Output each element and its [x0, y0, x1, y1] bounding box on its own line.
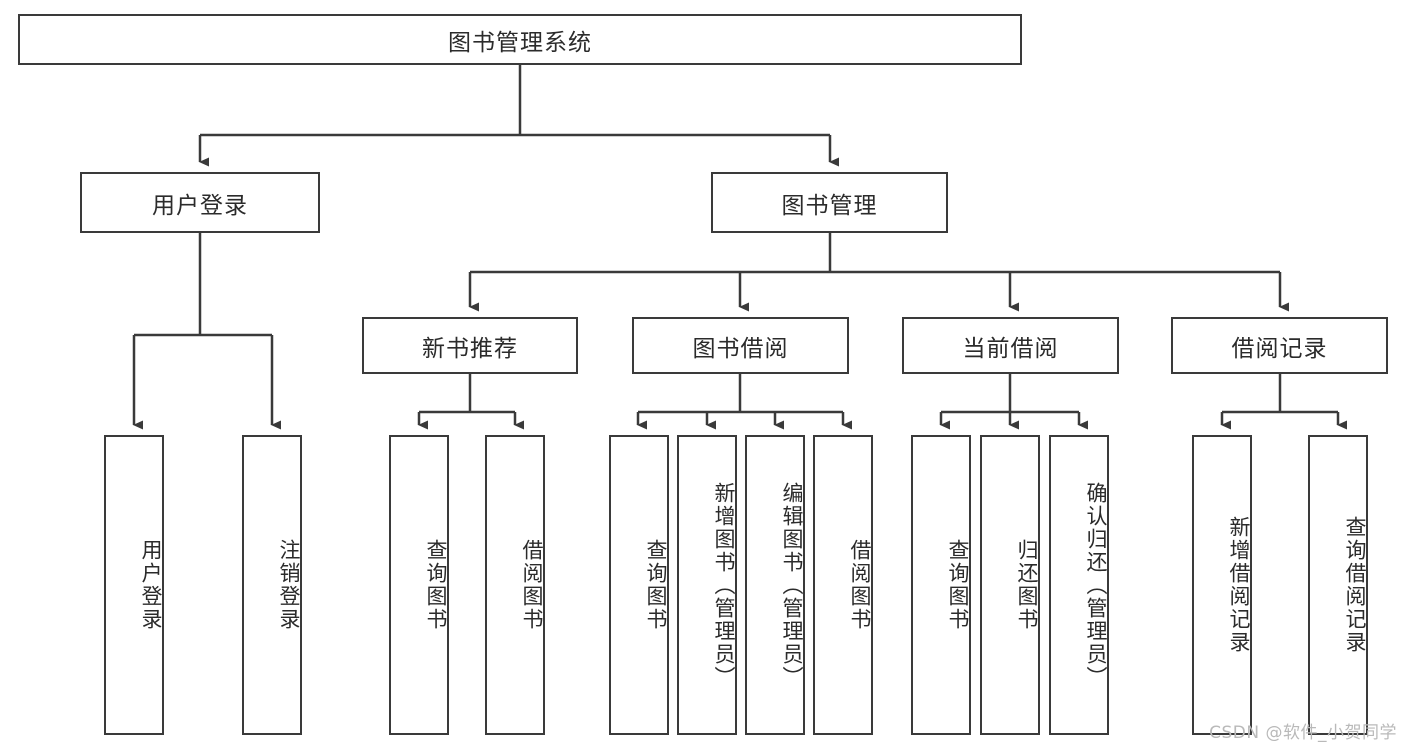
node-label: 图书管理系统: [448, 29, 592, 56]
node-current-borrow[interactable]: 当前借阅: [902, 317, 1119, 374]
node-label: 查询图书: [946, 539, 970, 631]
node-label: 用户登录: [139, 539, 163, 631]
node-book-borrow[interactable]: 图书借阅: [632, 317, 849, 374]
node-label: 归还图书: [1015, 539, 1039, 631]
node-label: 确认归还（管理员）: [1084, 481, 1108, 689]
node-label: 编辑图书（管理员）: [780, 481, 804, 689]
leaf-borrow-record-add[interactable]: 新增借阅记录: [1192, 435, 1252, 735]
node-book-management[interactable]: 图书管理: [711, 172, 948, 233]
node-label: 用户登录: [152, 192, 248, 219]
node-label: 借阅图书: [848, 539, 872, 631]
node-label: 新书推荐: [422, 335, 518, 362]
node-user-login[interactable]: 用户登录: [80, 172, 320, 233]
node-label: 借阅图书: [520, 539, 544, 631]
leaf-new-book-query[interactable]: 查询图书: [389, 435, 449, 735]
node-label: 图书管理: [781, 192, 878, 219]
leaf-current-borrow-return[interactable]: 归还图书: [980, 435, 1040, 735]
node-label: 新增图书（管理员）: [712, 481, 736, 689]
leaf-user-login-logout[interactable]: 注销登录: [242, 435, 302, 735]
leaf-book-borrow-add[interactable]: 新增图书（管理员）: [677, 435, 737, 735]
node-new-book-recommend[interactable]: 新书推荐: [362, 317, 578, 374]
node-label: 图书借阅: [692, 335, 789, 362]
leaf-borrow-record-query[interactable]: 查询借阅记录: [1308, 435, 1368, 735]
watermark: CSDN @软件_小贺同学: [1209, 723, 1397, 743]
leaf-book-borrow-edit[interactable]: 编辑图书（管理员）: [745, 435, 805, 735]
node-label: 查询借阅记录: [1343, 516, 1367, 654]
node-borrow-record[interactable]: 借阅记录: [1171, 317, 1388, 374]
leaf-new-book-borrow[interactable]: 借阅图书: [485, 435, 545, 735]
node-label: 新增借阅记录: [1227, 516, 1251, 654]
node-label: 注销登录: [277, 539, 301, 631]
leaf-user-login-login[interactable]: 用户登录: [104, 435, 164, 735]
node-label: 当前借阅: [962, 335, 1059, 362]
node-label: 查询图书: [644, 539, 668, 631]
leaf-current-borrow-query[interactable]: 查询图书: [911, 435, 971, 735]
leaf-book-borrow-borrow[interactable]: 借阅图书: [813, 435, 873, 735]
node-root-system[interactable]: 图书管理系统: [18, 14, 1022, 65]
node-label: 查询图书: [424, 539, 448, 631]
leaf-book-borrow-query[interactable]: 查询图书: [609, 435, 669, 735]
node-label: 借阅记录: [1231, 335, 1328, 362]
leaf-current-borrow-confirm-return[interactable]: 确认归还（管理员）: [1049, 435, 1109, 735]
